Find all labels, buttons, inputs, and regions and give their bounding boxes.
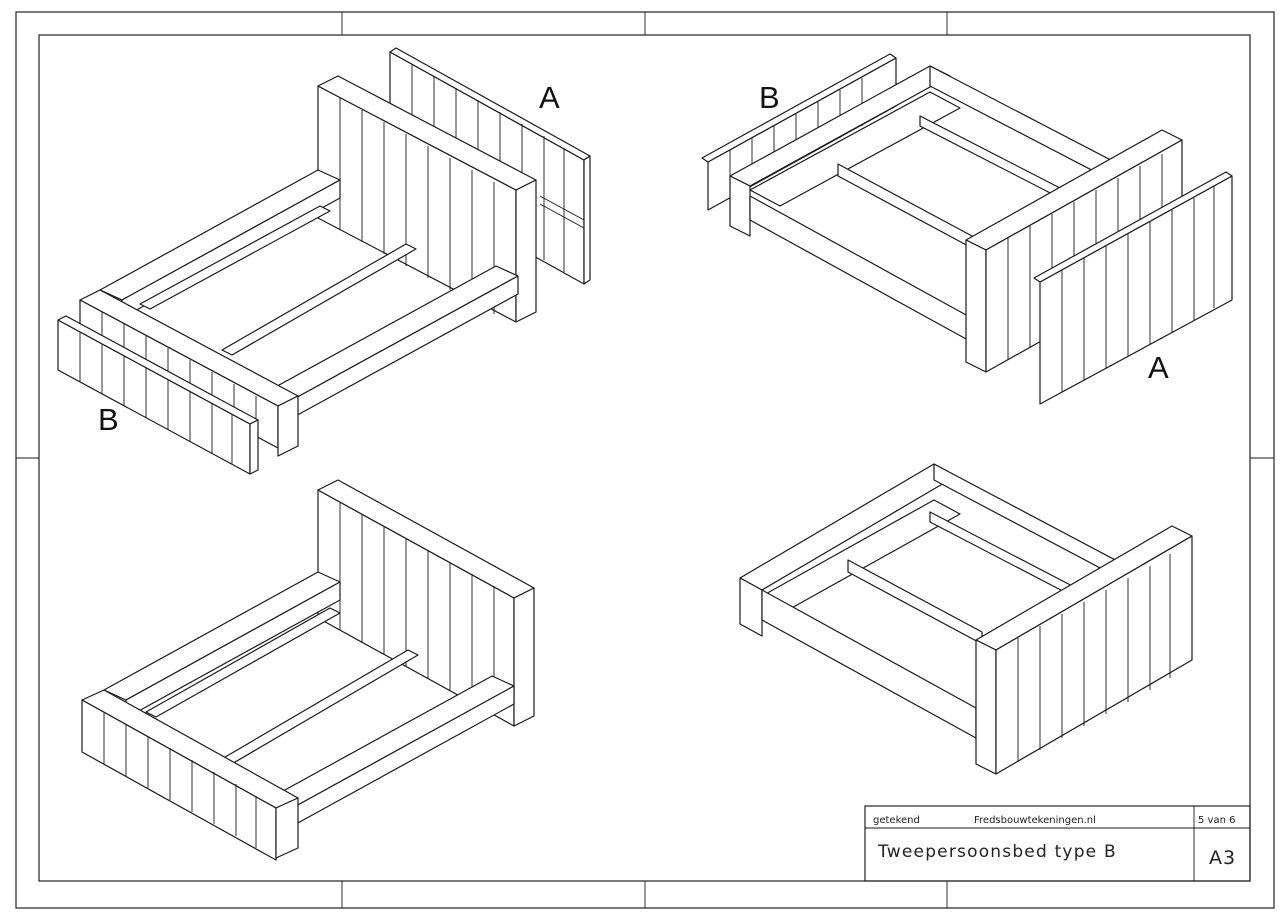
sheet-number: 5 van 6 — [1198, 815, 1235, 826]
frame-ticks — [16, 12, 1274, 908]
assembled-view-1 — [81, 479, 535, 861]
exploded-view-2: B A — [701, 53, 1233, 405]
title-block: getekend Fredsbouwtekeningen.nl 5 van 6 … — [864, 805, 1251, 882]
bed-frame-exploded — [79, 75, 537, 457]
footboard-panel-b — [57, 315, 259, 475]
drawing-title: Tweepersoonsbed type B — [877, 842, 1117, 862]
exploded-view-1: A B — [57, 47, 591, 475]
headboard-panel-a — [1033, 171, 1233, 405]
assembled-view-2 — [739, 463, 1193, 775]
website-label: Fredsbouwtekeningen.nl — [974, 815, 1096, 826]
paper-size: A3 — [1209, 847, 1236, 869]
panel-label-b: B — [759, 80, 780, 115]
panel-label-a: A — [1148, 350, 1169, 385]
drawn-by-label: getekend — [873, 815, 920, 826]
panel-label-b: B — [98, 402, 119, 437]
panel-label-a: A — [539, 80, 560, 115]
